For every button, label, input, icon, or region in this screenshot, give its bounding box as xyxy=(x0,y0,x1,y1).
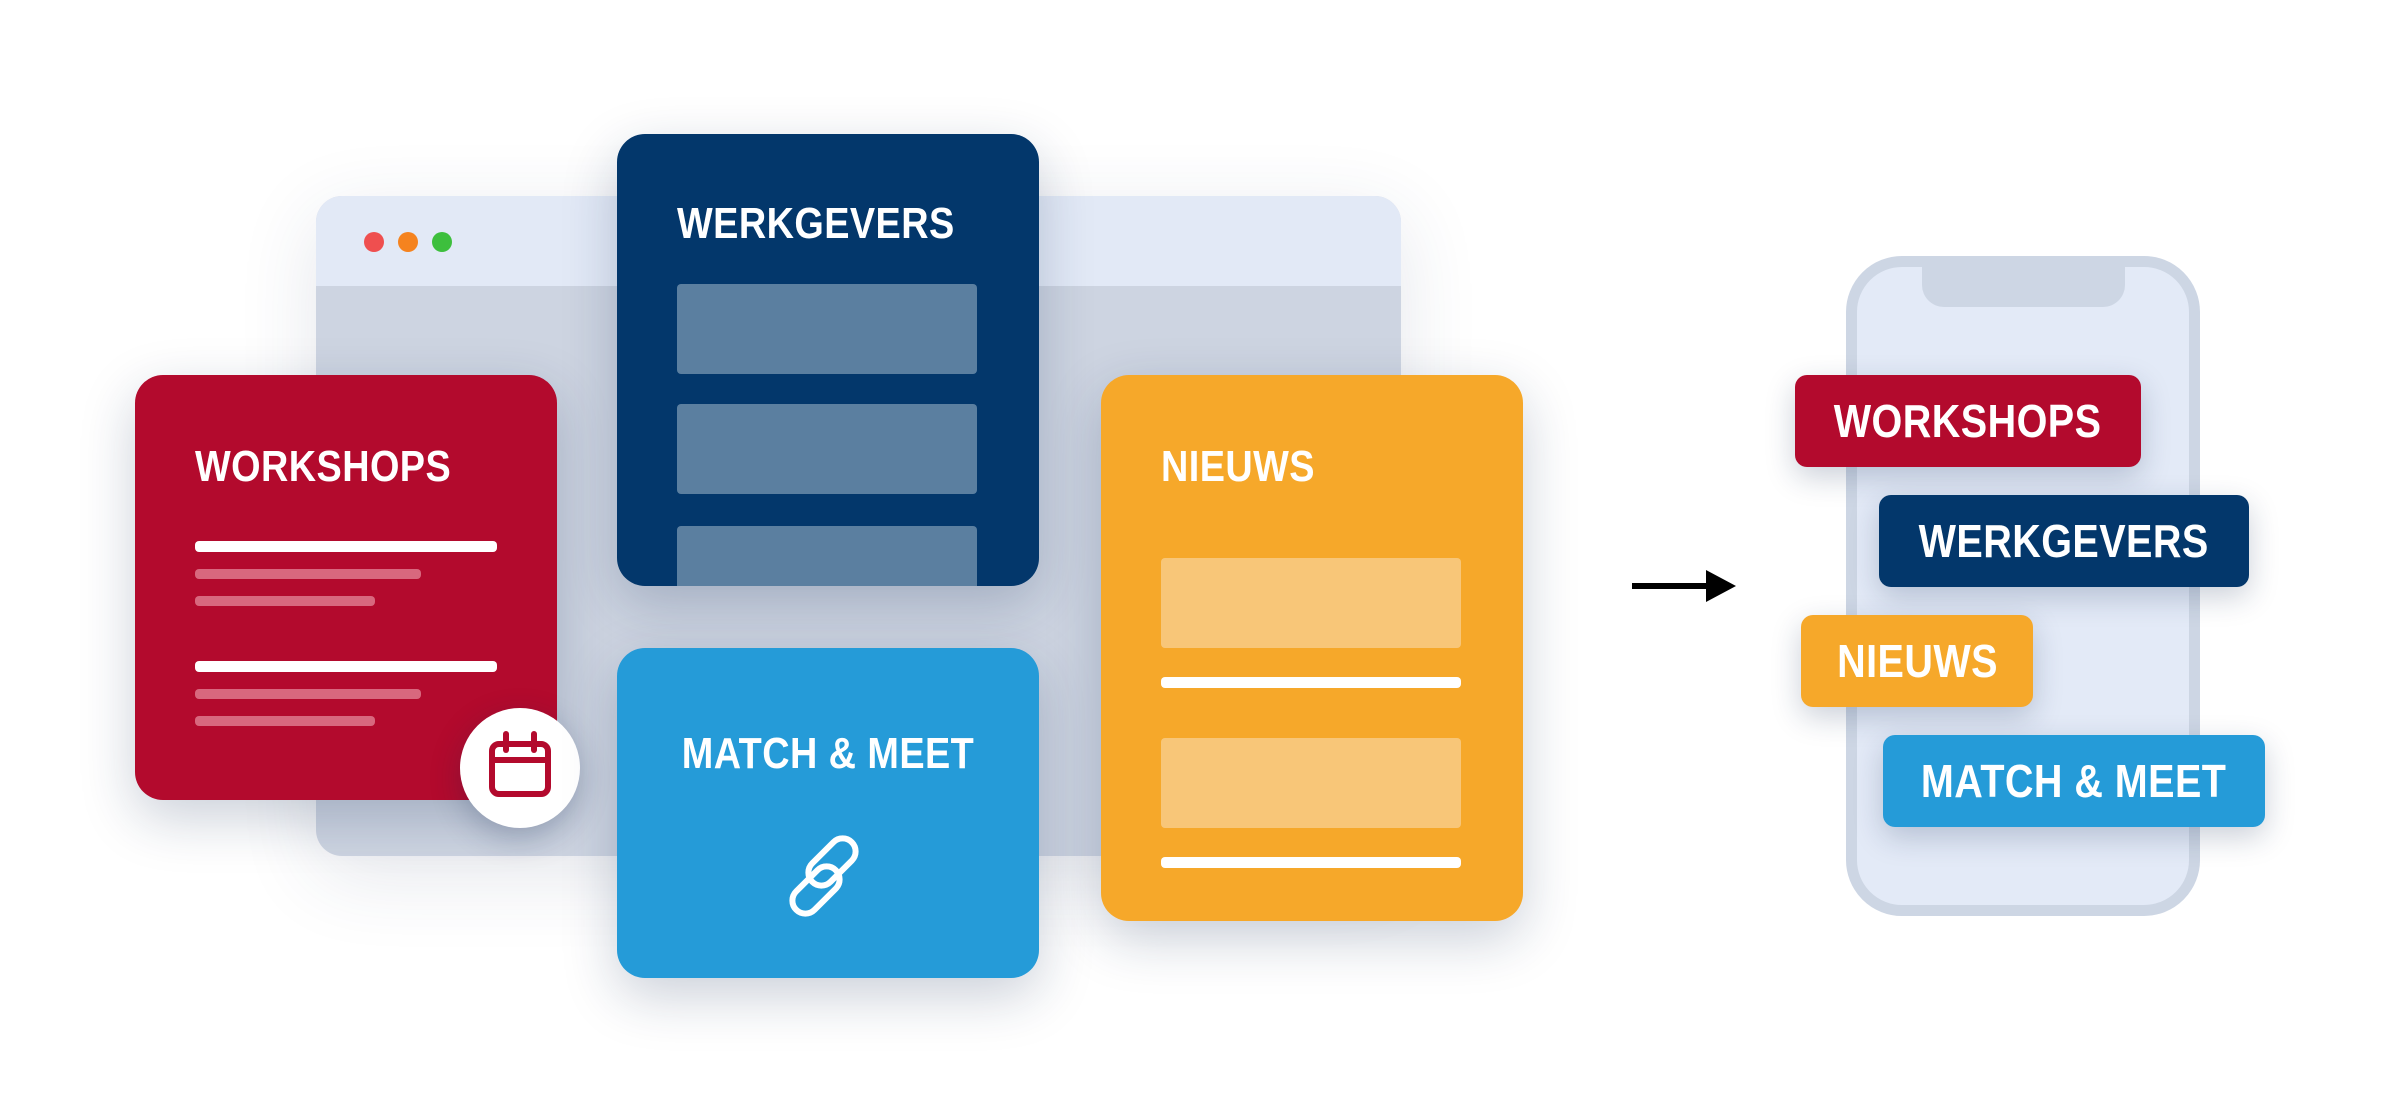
werkgevers-card: WERKGEVERS xyxy=(617,134,1039,586)
content-block xyxy=(677,404,977,494)
tag-label: MATCH & MEET xyxy=(1921,755,2227,807)
tag-nieuws: NIEUWS xyxy=(1801,615,2033,707)
tag-werkgevers: WERKGEVERS xyxy=(1879,495,2249,587)
text-line xyxy=(195,689,421,699)
tag-label: WORKSHOPS xyxy=(1834,395,2102,447)
text-line xyxy=(1161,677,1461,688)
content-block xyxy=(677,526,977,586)
match-meet-card-title: MATCH & MEET xyxy=(681,729,975,778)
arrow-right-icon xyxy=(1632,570,1736,602)
werkgevers-card-title: WERKGEVERS xyxy=(677,199,955,248)
maximize-dot xyxy=(432,232,452,252)
text-line xyxy=(195,541,497,552)
nieuws-card-title: NIEUWS xyxy=(1161,442,1315,491)
nieuws-card: NIEUWS xyxy=(1101,375,1523,921)
content-block xyxy=(677,284,977,374)
link-icon xyxy=(789,835,859,917)
close-dot xyxy=(364,232,384,252)
text-line xyxy=(195,716,375,726)
text-line xyxy=(195,596,375,606)
content-block xyxy=(1161,738,1461,828)
calendar-icon xyxy=(489,731,551,797)
text-line xyxy=(195,661,497,672)
match-meet-card: MATCH & MEET xyxy=(617,648,1039,978)
phone-notch xyxy=(1922,267,2125,307)
calendar-badge xyxy=(460,708,580,828)
content-block xyxy=(1161,558,1461,648)
tag-label: WERKGEVERS xyxy=(1918,515,2210,567)
workshops-card-title: WORKSHOPS xyxy=(195,442,452,491)
tag-label: NIEUWS xyxy=(1836,635,1998,687)
minimize-dot xyxy=(398,232,418,252)
tag-workshops: WORKSHOPS xyxy=(1795,375,2141,467)
text-line xyxy=(1161,857,1461,868)
tag-match-meet: MATCH & MEET xyxy=(1883,735,2265,827)
text-line xyxy=(195,569,421,579)
